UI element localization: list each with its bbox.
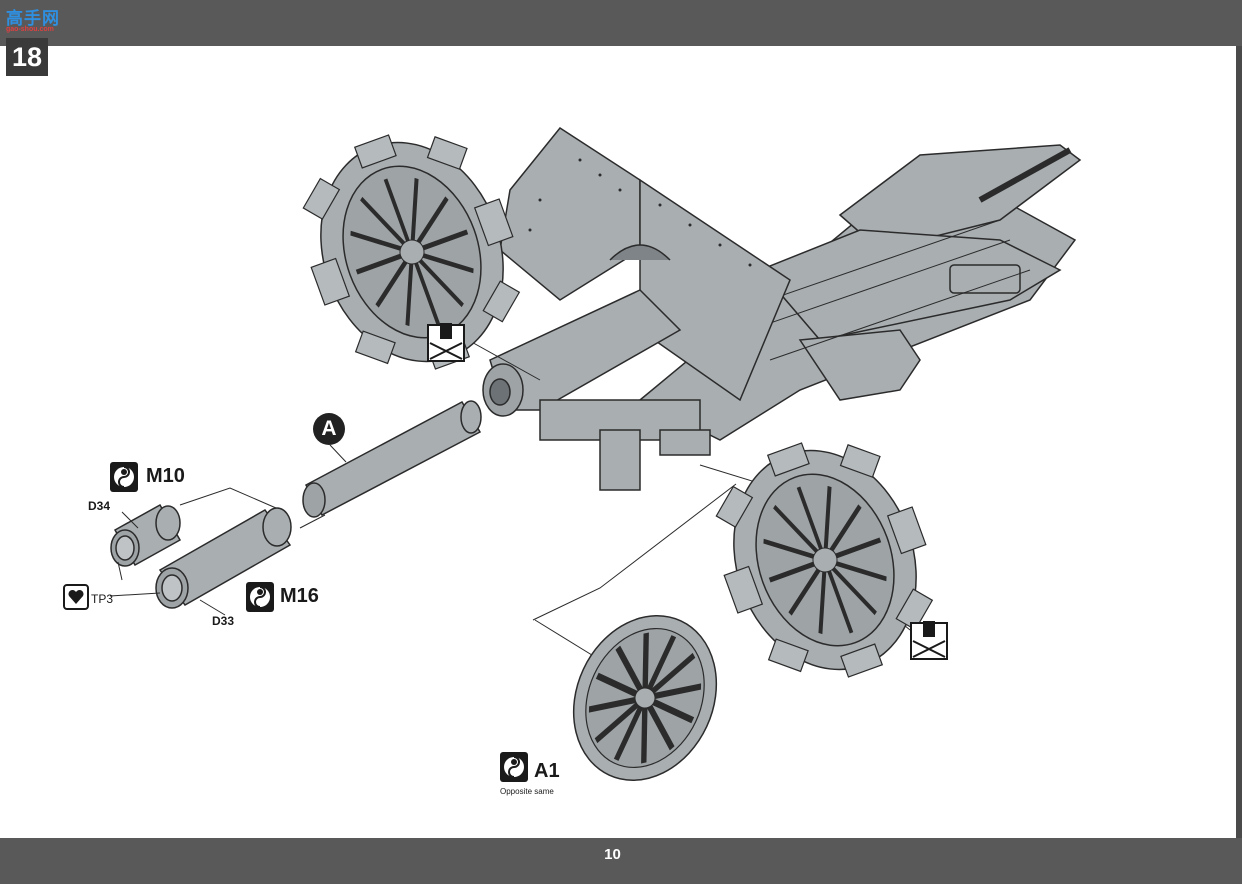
glue-icon: [500, 752, 528, 782]
part-label-d33: D33: [212, 614, 235, 628]
wheel-plain-bottom: [547, 592, 742, 804]
glue-dots-icon: [63, 584, 89, 610]
wheel-with-grousers-right: [715, 442, 934, 678]
page-edge: [1236, 46, 1242, 838]
top-bar: [0, 0, 1242, 46]
part-label-tp3: TP3: [91, 592, 114, 606]
logo-text: 高手网: [6, 9, 60, 29]
wheel-with-grousers-top: [302, 134, 521, 370]
page-number: 10: [604, 846, 621, 863]
part-label-m10: M10: [146, 465, 185, 487]
sleeve-m10: [110, 503, 182, 567]
cement-not-required-icon: [910, 621, 948, 660]
sleeve-m16: [155, 507, 292, 609]
shield-rivets: [528, 158, 752, 267]
breech-assembly: [482, 289, 711, 491]
note-opposite-same: Opposite same: [500, 787, 554, 796]
bottom-bar: [0, 838, 1242, 884]
gun-shield: [499, 127, 791, 402]
part-label-m16: M16: [280, 585, 319, 607]
glue-icon: [110, 462, 138, 492]
callout-a: A: [313, 413, 345, 445]
part-label-a1: A1: [534, 760, 560, 782]
cement-not-required-icon: [427, 323, 465, 362]
barrel-part-a: [302, 400, 482, 518]
step-number: 18: [6, 38, 48, 76]
watermark-logo: 高手网 gao-shou.com: [6, 4, 70, 36]
logo-url: gao-shou.com: [6, 26, 54, 33]
part-label-d34: D34: [88, 499, 111, 513]
glue-icon: [246, 582, 274, 612]
